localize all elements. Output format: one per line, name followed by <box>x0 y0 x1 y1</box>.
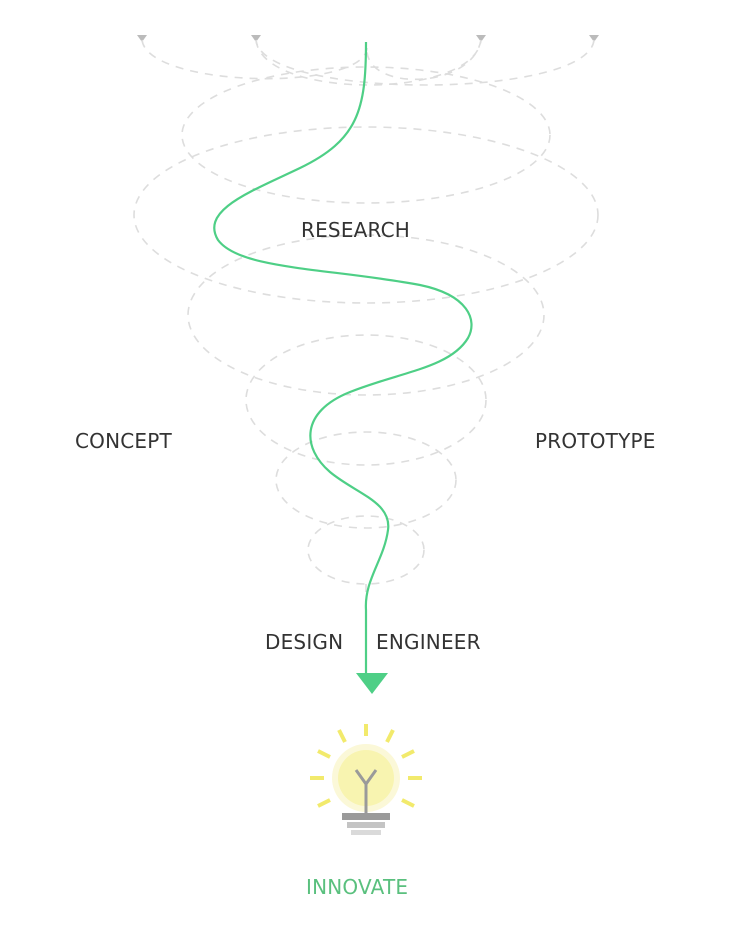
lightbulb-icon <box>310 724 422 835</box>
source-curve <box>255 39 595 86</box>
stage-label-design: DESIGN <box>265 630 344 654</box>
stage-label-prototype: PROTOTYPE <box>535 429 656 453</box>
funnel-rings <box>133 39 599 612</box>
funnel-ring <box>275 431 457 529</box>
innovation-path <box>213 41 473 675</box>
stage-label-innovate: INNOVATE <box>306 875 409 899</box>
triangle-down-icon <box>251 35 261 42</box>
stage-label-concept: CONCEPT <box>75 429 172 453</box>
stage-label-research: RESEARCH <box>301 218 411 242</box>
funnel-ring <box>307 515 425 585</box>
funnel-ring <box>181 66 551 204</box>
triangle-down-icon <box>589 35 599 42</box>
stage-label-engineer: ENGINEER <box>376 630 481 654</box>
source-curve <box>141 39 368 80</box>
funnel-ring <box>245 334 487 466</box>
triangle-down-icon <box>137 35 147 42</box>
source-markers <box>137 35 599 42</box>
funnel-ring <box>187 234 545 396</box>
source-curve <box>255 39 482 86</box>
triangle-down-icon <box>476 35 486 42</box>
source-curve <box>366 39 482 81</box>
funnel-ring <box>133 126 599 304</box>
arrow-down-icon <box>356 673 388 694</box>
